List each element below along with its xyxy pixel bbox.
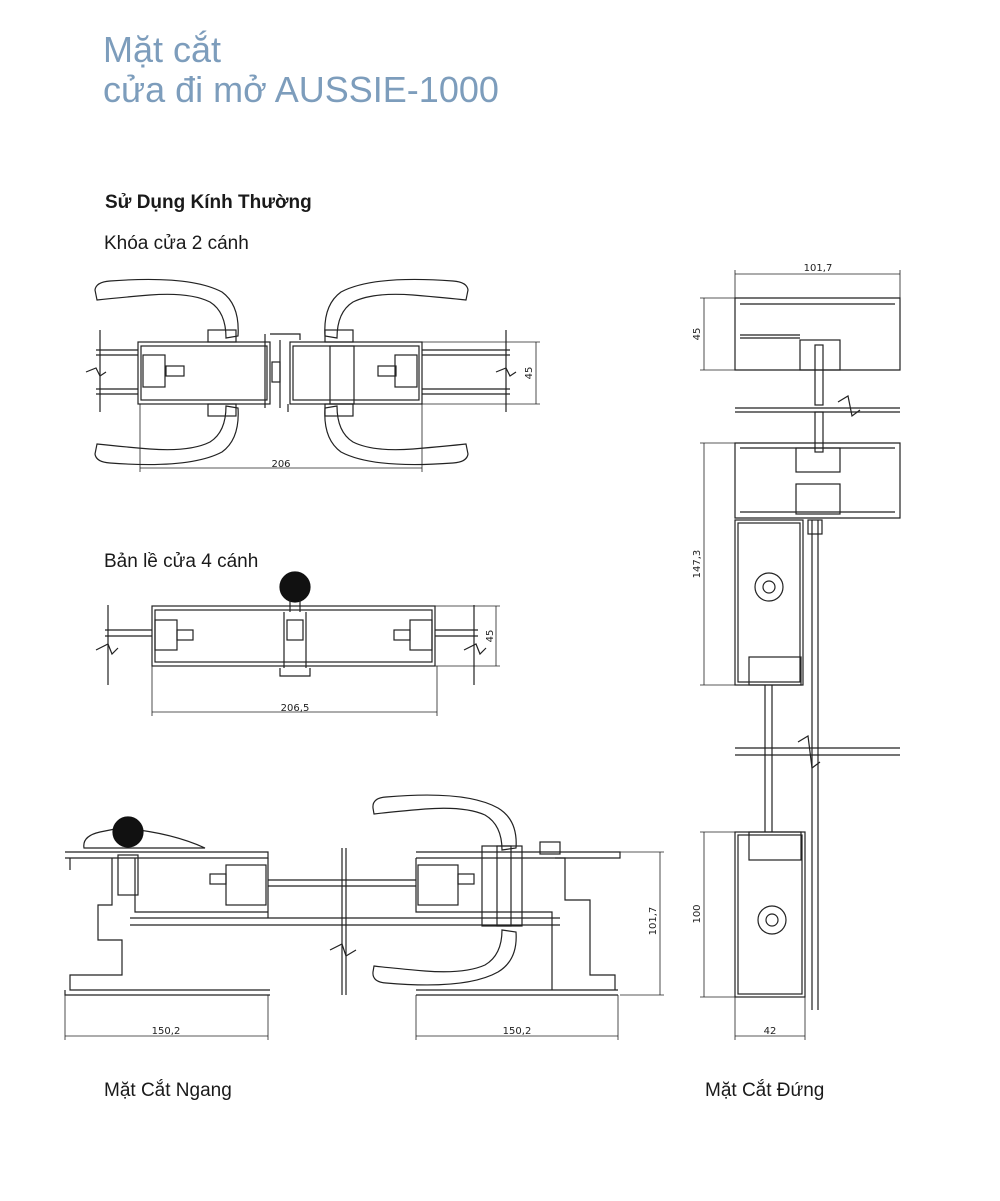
vertical-top-width-dimension: 101,7 [804, 263, 833, 274]
left-handle-top [94, 278, 239, 339]
vertical-middle-height-dimension: 147,3 [692, 550, 703, 579]
vertical-top-height-dimension: 45 [692, 328, 703, 341]
hinge-section-drawing [95, 571, 500, 716]
right-handle-top [324, 278, 469, 339]
hinge-section-label: Bản lề cửa 4 cánh [104, 551, 259, 572]
hinge-depth-dimension: 45 [485, 630, 496, 643]
title-line-1: Mặt cắt [103, 29, 222, 70]
glass-type-heading: Sử Dụng Kính Thường [105, 192, 312, 213]
lock-depth-dimension: 45 [524, 367, 535, 380]
vertical-section-drawing [700, 270, 901, 1040]
horizontal-section-drawing [64, 794, 664, 1040]
vertical-bottom-height-dimension: 100 [692, 904, 703, 923]
vertical-section-label: Mặt Cắt Đứng [705, 1080, 825, 1101]
left-handle-bottom [94, 405, 239, 466]
horizontal-section-label: Mặt Cắt Ngang [104, 1080, 232, 1101]
horizontal-left-width-dimension: 150,2 [152, 1026, 181, 1037]
lock-width-dimension: 206 [271, 459, 290, 470]
hinge-width-dimension: 206,5 [281, 703, 310, 714]
lock-section-label: Khóa cửa 2 cánh [104, 233, 249, 254]
lock-section-drawing [85, 278, 540, 472]
page-title: Mặt cắt cửa đi mở AUSSIE-1000 [103, 30, 499, 110]
horizontal-depth-dimension: 101,7 [648, 907, 659, 936]
hinge-knob [279, 571, 311, 603]
right-handle-bottom [324, 405, 469, 466]
title-line-2: cửa đi mở AUSSIE-1000 [103, 69, 499, 110]
vertical-bottom-width-dimension: 42 [764, 1026, 777, 1037]
horizontal-right-width-dimension: 150,2 [503, 1026, 532, 1037]
horizontal-hinge-knob [112, 816, 144, 848]
